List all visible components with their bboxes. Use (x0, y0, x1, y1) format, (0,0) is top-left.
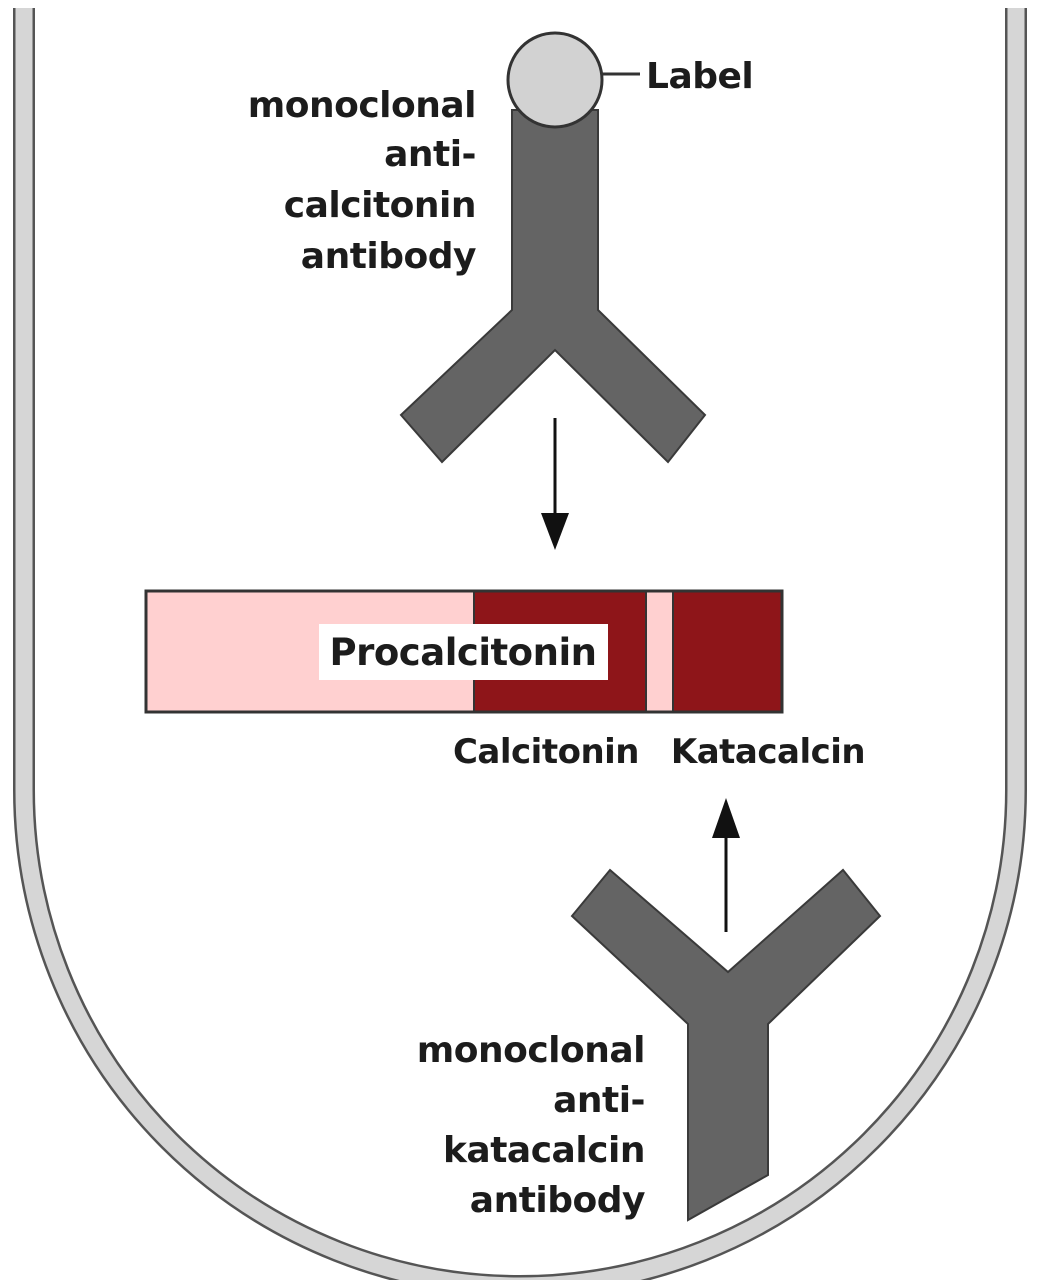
procalcitonin-label: Procalcitonin (330, 631, 597, 674)
up-arrow-head (712, 798, 740, 838)
test-tube-wall-fill (15, 8, 1025, 1280)
test-tube (12, 8, 1027, 1280)
calcitonin-label: Calcitonin (453, 732, 639, 772)
down-arrow-head (541, 513, 569, 550)
procalcitonin-bar: Procalcitonin (144, 589, 784, 714)
bottom-antibody-caption-line-3: katacalcin (443, 1130, 645, 1171)
anti-calcitonin-antibody (399, 31, 707, 464)
procalcitonin-label-box (319, 624, 608, 680)
top-antibody-caption-line-3: calcitonin (284, 185, 476, 226)
katacalcin-segment (673, 591, 782, 712)
antibody-shape-top (399, 109, 707, 464)
procalcitonin-bar-outline (144, 589, 784, 714)
bottom-antibody-caption-line-2: anti- (553, 1080, 645, 1121)
label-text: Label (646, 56, 753, 97)
top-antibody-caption-line-2: anti- (384, 134, 476, 175)
katacalcin-label: Katacalcin (671, 732, 865, 772)
top-antibody-caption-line-4: antibody (301, 236, 476, 277)
top-antibody-caption-line-1: monoclonal (248, 85, 476, 126)
label-circle (506, 31, 604, 129)
bottom-antibody-caption-line-4: antibody (470, 1180, 645, 1221)
bottom-antibody-caption: monoclonal anti- katacalcin antibody (417, 1030, 646, 1221)
top-antibody-caption: monoclonal anti- calcitonin antibody (248, 85, 477, 277)
bottom-antibody-caption-line-1: monoclonal (417, 1030, 645, 1071)
anti-katacalcin-antibody (570, 868, 882, 1222)
